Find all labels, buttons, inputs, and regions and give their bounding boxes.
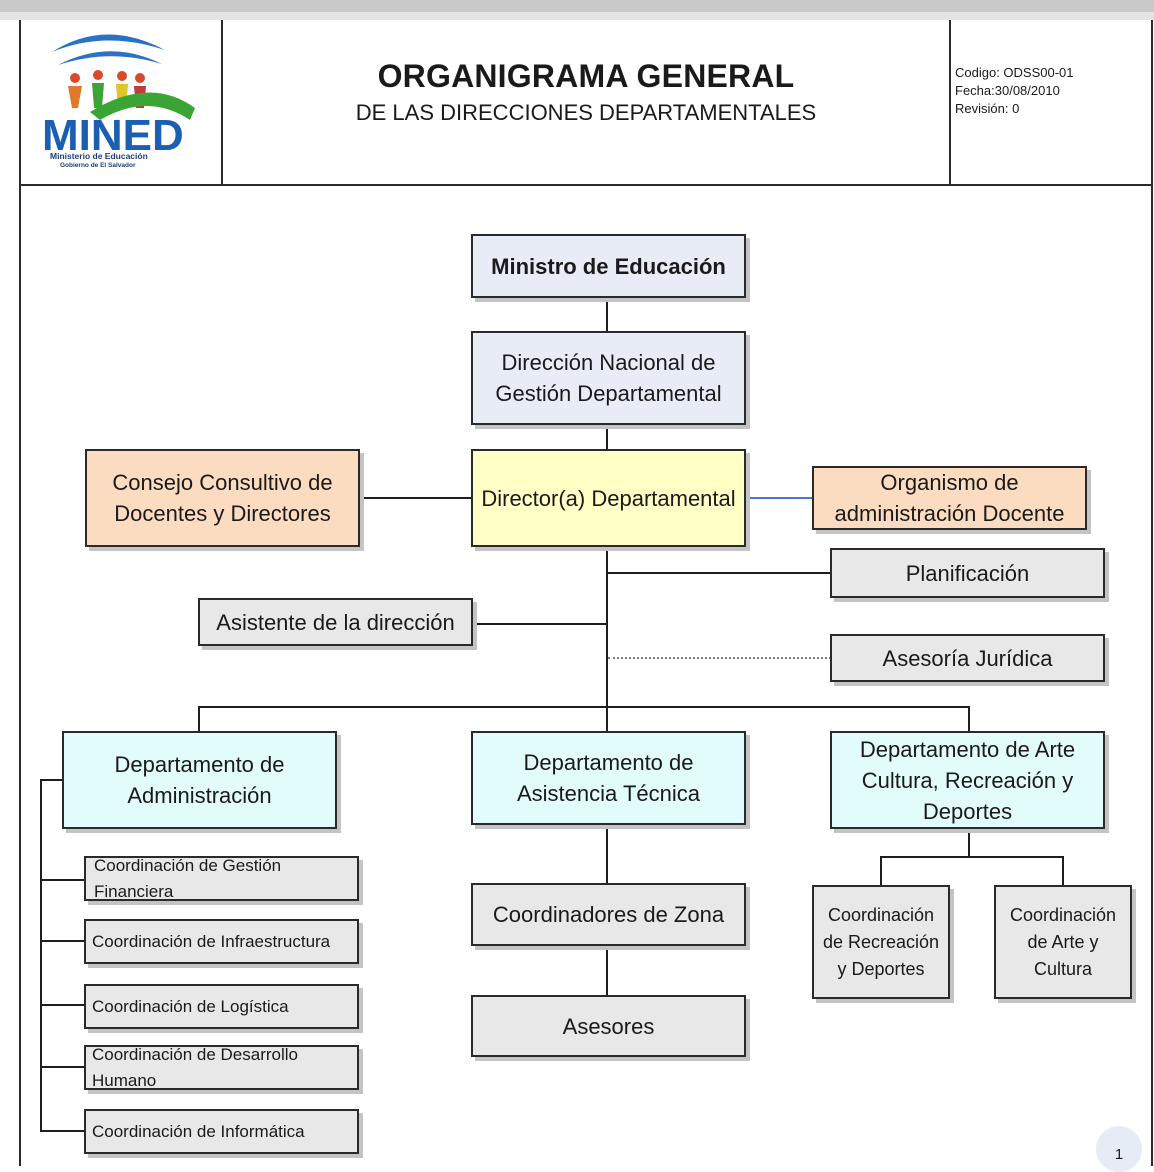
node-direccion-nacional: Dirección Nacional de Gestión Departamen… [471, 331, 746, 425]
window-top-bar-shadow [0, 12, 1154, 20]
connector-coord-financiera [40, 879, 85, 881]
node-coord-informatica: Coordinación de Informática [84, 1109, 359, 1154]
connector-arte-bar [880, 856, 1064, 858]
connector-asistencia-zona [606, 823, 608, 885]
page-frame [19, 20, 1153, 1166]
window-top-bar [0, 0, 1154, 12]
node-asistente: Asistente de la dirección [198, 598, 473, 646]
page-number-badge: 1 [1096, 1126, 1142, 1172]
node-coord-arte: Coordinación de Arte y Cultura [994, 885, 1132, 999]
connector-admin-side [40, 779, 64, 781]
connector-admin-spine [40, 779, 42, 1132]
connector-asistente [471, 623, 607, 625]
connector-coord-recreacion [880, 856, 882, 886]
node-depto-arte: Departamento de Arte Cultura, Recreación… [830, 731, 1105, 829]
meta-fecha: Fecha:30/08/2010 [955, 83, 1060, 98]
node-coord-infra: Coordinación de Infraestructura [84, 919, 359, 964]
page-subtitle: DE LAS DIRECCIONES DEPARTAMENTALES [355, 100, 817, 125]
connector-consejo [358, 497, 472, 499]
mined-logo: MINED [42, 34, 195, 160]
connector-coord-informatica [40, 1130, 85, 1132]
connector-depto-admin [198, 706, 200, 732]
connector-coord-logistica [40, 1004, 85, 1006]
node-coordinadores-zona: Coordinadores de Zona [471, 883, 746, 946]
connector-director-trunk [606, 545, 608, 708]
node-depto-admin: Departamento de Administración [62, 731, 337, 829]
logo-wordmark: MINED [42, 111, 184, 160]
node-asesores: Asesores [471, 995, 746, 1057]
connector-coord-desarrollo [40, 1066, 85, 1068]
logo-subtitle-government: Gobierno de El Salvador [60, 162, 136, 169]
node-director: Director(a) Departamental [471, 449, 746, 547]
connector-ministro-direccion [606, 297, 608, 333]
node-coord-financiera: Coordinación de Gestión Financiera [84, 856, 359, 901]
node-asesoria: Asesoría Jurídica [830, 634, 1105, 682]
connector-depto-arte [968, 706, 970, 732]
node-coord-logistica: Coordinación de Logística [84, 984, 359, 1029]
node-coord-desarrollo: Coordinación de Desarrollo Humano [84, 1045, 359, 1090]
node-consejo: Consejo Consultivo de Docentes y Directo… [85, 449, 360, 547]
connector-organismo [745, 497, 813, 499]
connector-coord-arte [1062, 856, 1064, 886]
node-coord-recreacion: Coordinación de Recreación y Deportes [812, 885, 950, 999]
connector-planificacion [606, 572, 831, 574]
node-organismo: Organismo de administración Docente [812, 466, 1087, 530]
meta-revision: Revisión: 0 [955, 101, 1020, 116]
connector-depto-asistencia [606, 706, 608, 732]
header-divider [19, 184, 1153, 186]
connector-departments-bar [198, 706, 970, 708]
header-meta-divider [949, 20, 951, 185]
node-planificacion: Planificación [830, 548, 1105, 598]
connector-asesoria-dotted [608, 657, 831, 659]
node-depto-asistencia: Departamento de Asistencia Técnica [471, 731, 746, 825]
connector-direccion-director [606, 424, 608, 450]
meta-codigo: Codigo: ODSS00-01 [955, 65, 1074, 80]
page-title: ORGANIGRAMA GENERAL [377, 58, 795, 94]
node-ministro: Ministro de Educación [471, 234, 746, 298]
header-logo-divider [221, 20, 223, 185]
connector-coord-infra [40, 940, 85, 942]
connector-zona-asesores [606, 944, 608, 997]
connector-arte-trunk [968, 828, 970, 857]
logo-subtitle: Ministerio de Educación [50, 151, 148, 161]
